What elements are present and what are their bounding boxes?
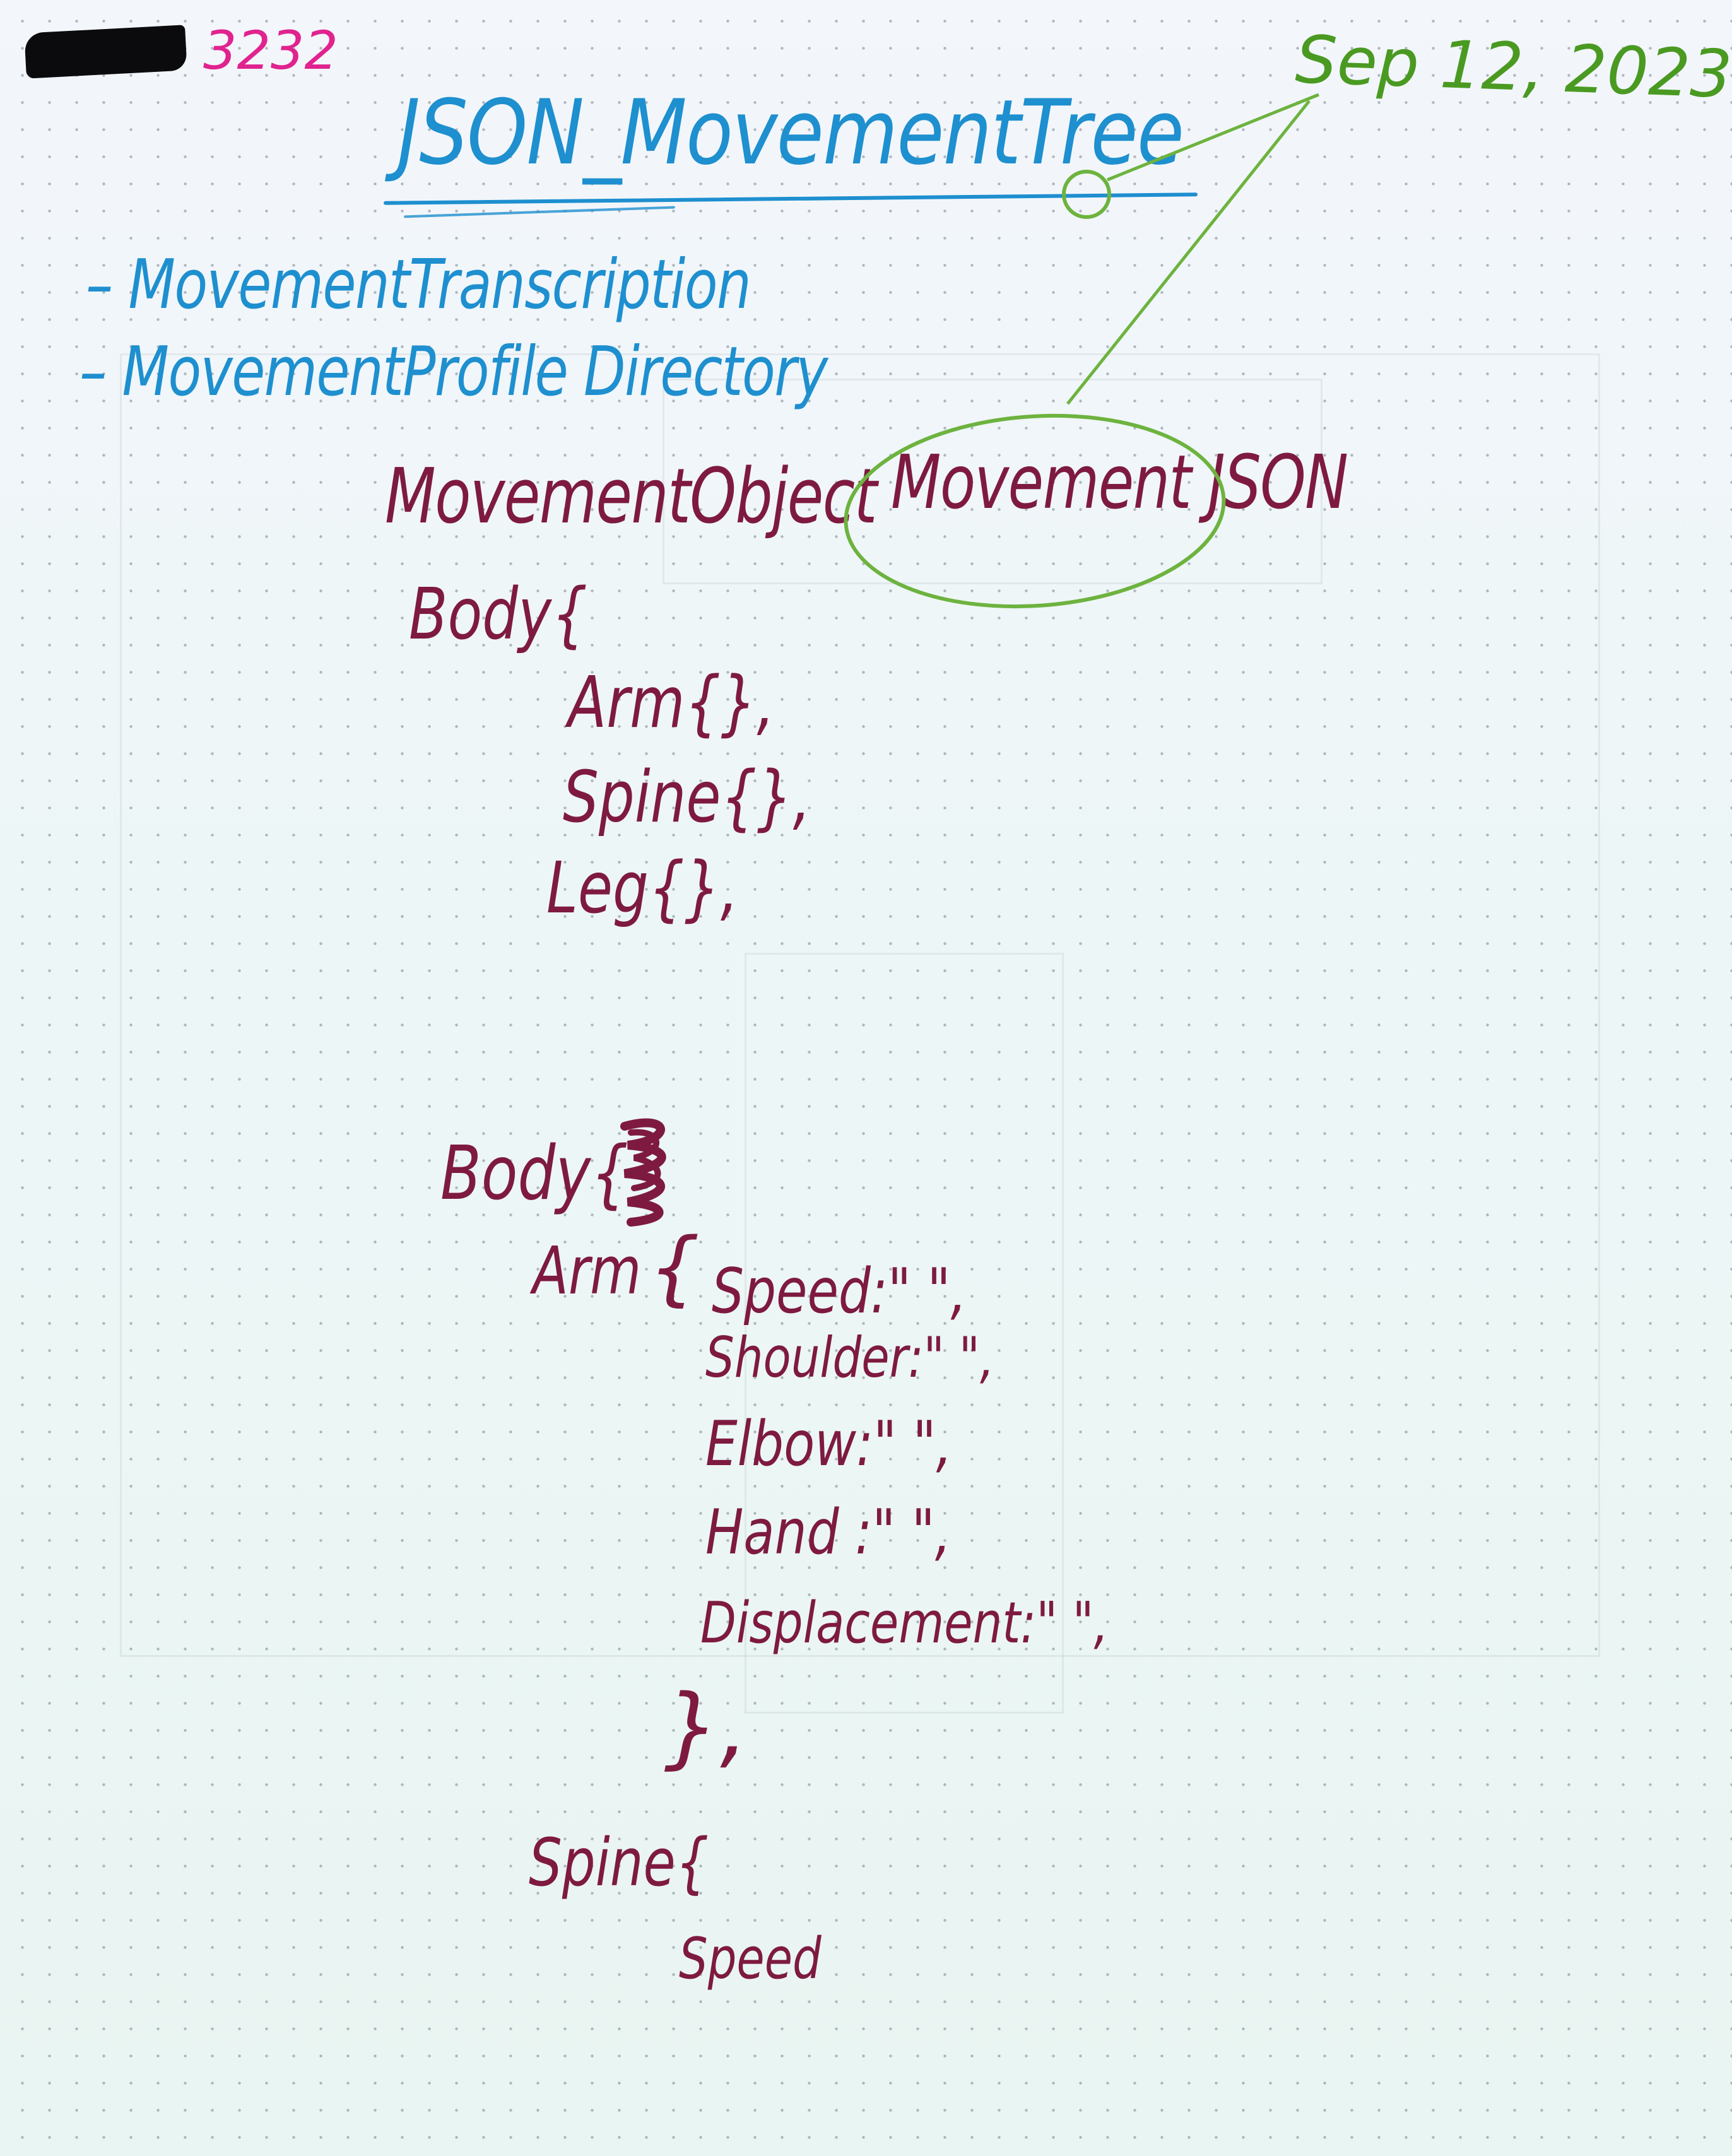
tree-1-body: Body{ [409, 574, 588, 656]
bleed-through-frame [120, 353, 1600, 1657]
arm-prop-elbow: Elbow:" ", [705, 1408, 953, 1480]
tree-1-leg: Leg{}, [546, 847, 739, 929]
spine-prop-speed: Speed [679, 1926, 822, 1992]
connector-line-title [1107, 93, 1319, 182]
connector-line-json [1066, 100, 1311, 405]
arm-open-brace: { [649, 1221, 700, 1315]
bullet-movement-transcription: – MovementTranscription [86, 245, 751, 324]
bleed-through-box [663, 379, 1323, 584]
bullet-movement-profile-directory: – MovementProfile Directory [80, 333, 828, 411]
tree-2-arm: Arm [533, 1232, 642, 1309]
arm-prop-displacement: Displacement:" ", [700, 1590, 1109, 1656]
tree-1-arm: Arm{}, [568, 662, 775, 744]
movement-json-label: Movement JSON [891, 439, 1348, 526]
arm-close-brace: }, [664, 1676, 748, 1779]
page-number: 3232 [203, 20, 338, 81]
page-title: JSON_MovementTree [398, 81, 1184, 185]
movement-object-label: MovementObject [385, 453, 877, 541]
tree-1-spine: Spine{}, [563, 757, 811, 839]
tree-2-spine: Spine{ [529, 1824, 709, 1901]
movement-json-circle [844, 413, 1226, 609]
arm-prop-shoulder: Shoulder:" ", [705, 1325, 994, 1390]
tree-2-body: Body{ [440, 1129, 629, 1216]
bleed-through-inner [745, 953, 1064, 1714]
arm-prop-hand: Hand :" ", [705, 1497, 951, 1569]
title-connector-dot [1062, 170, 1111, 219]
arm-prop-speed: Speed:" ", [712, 1256, 967, 1328]
crossed-out-scribble [620, 1118, 666, 1227]
